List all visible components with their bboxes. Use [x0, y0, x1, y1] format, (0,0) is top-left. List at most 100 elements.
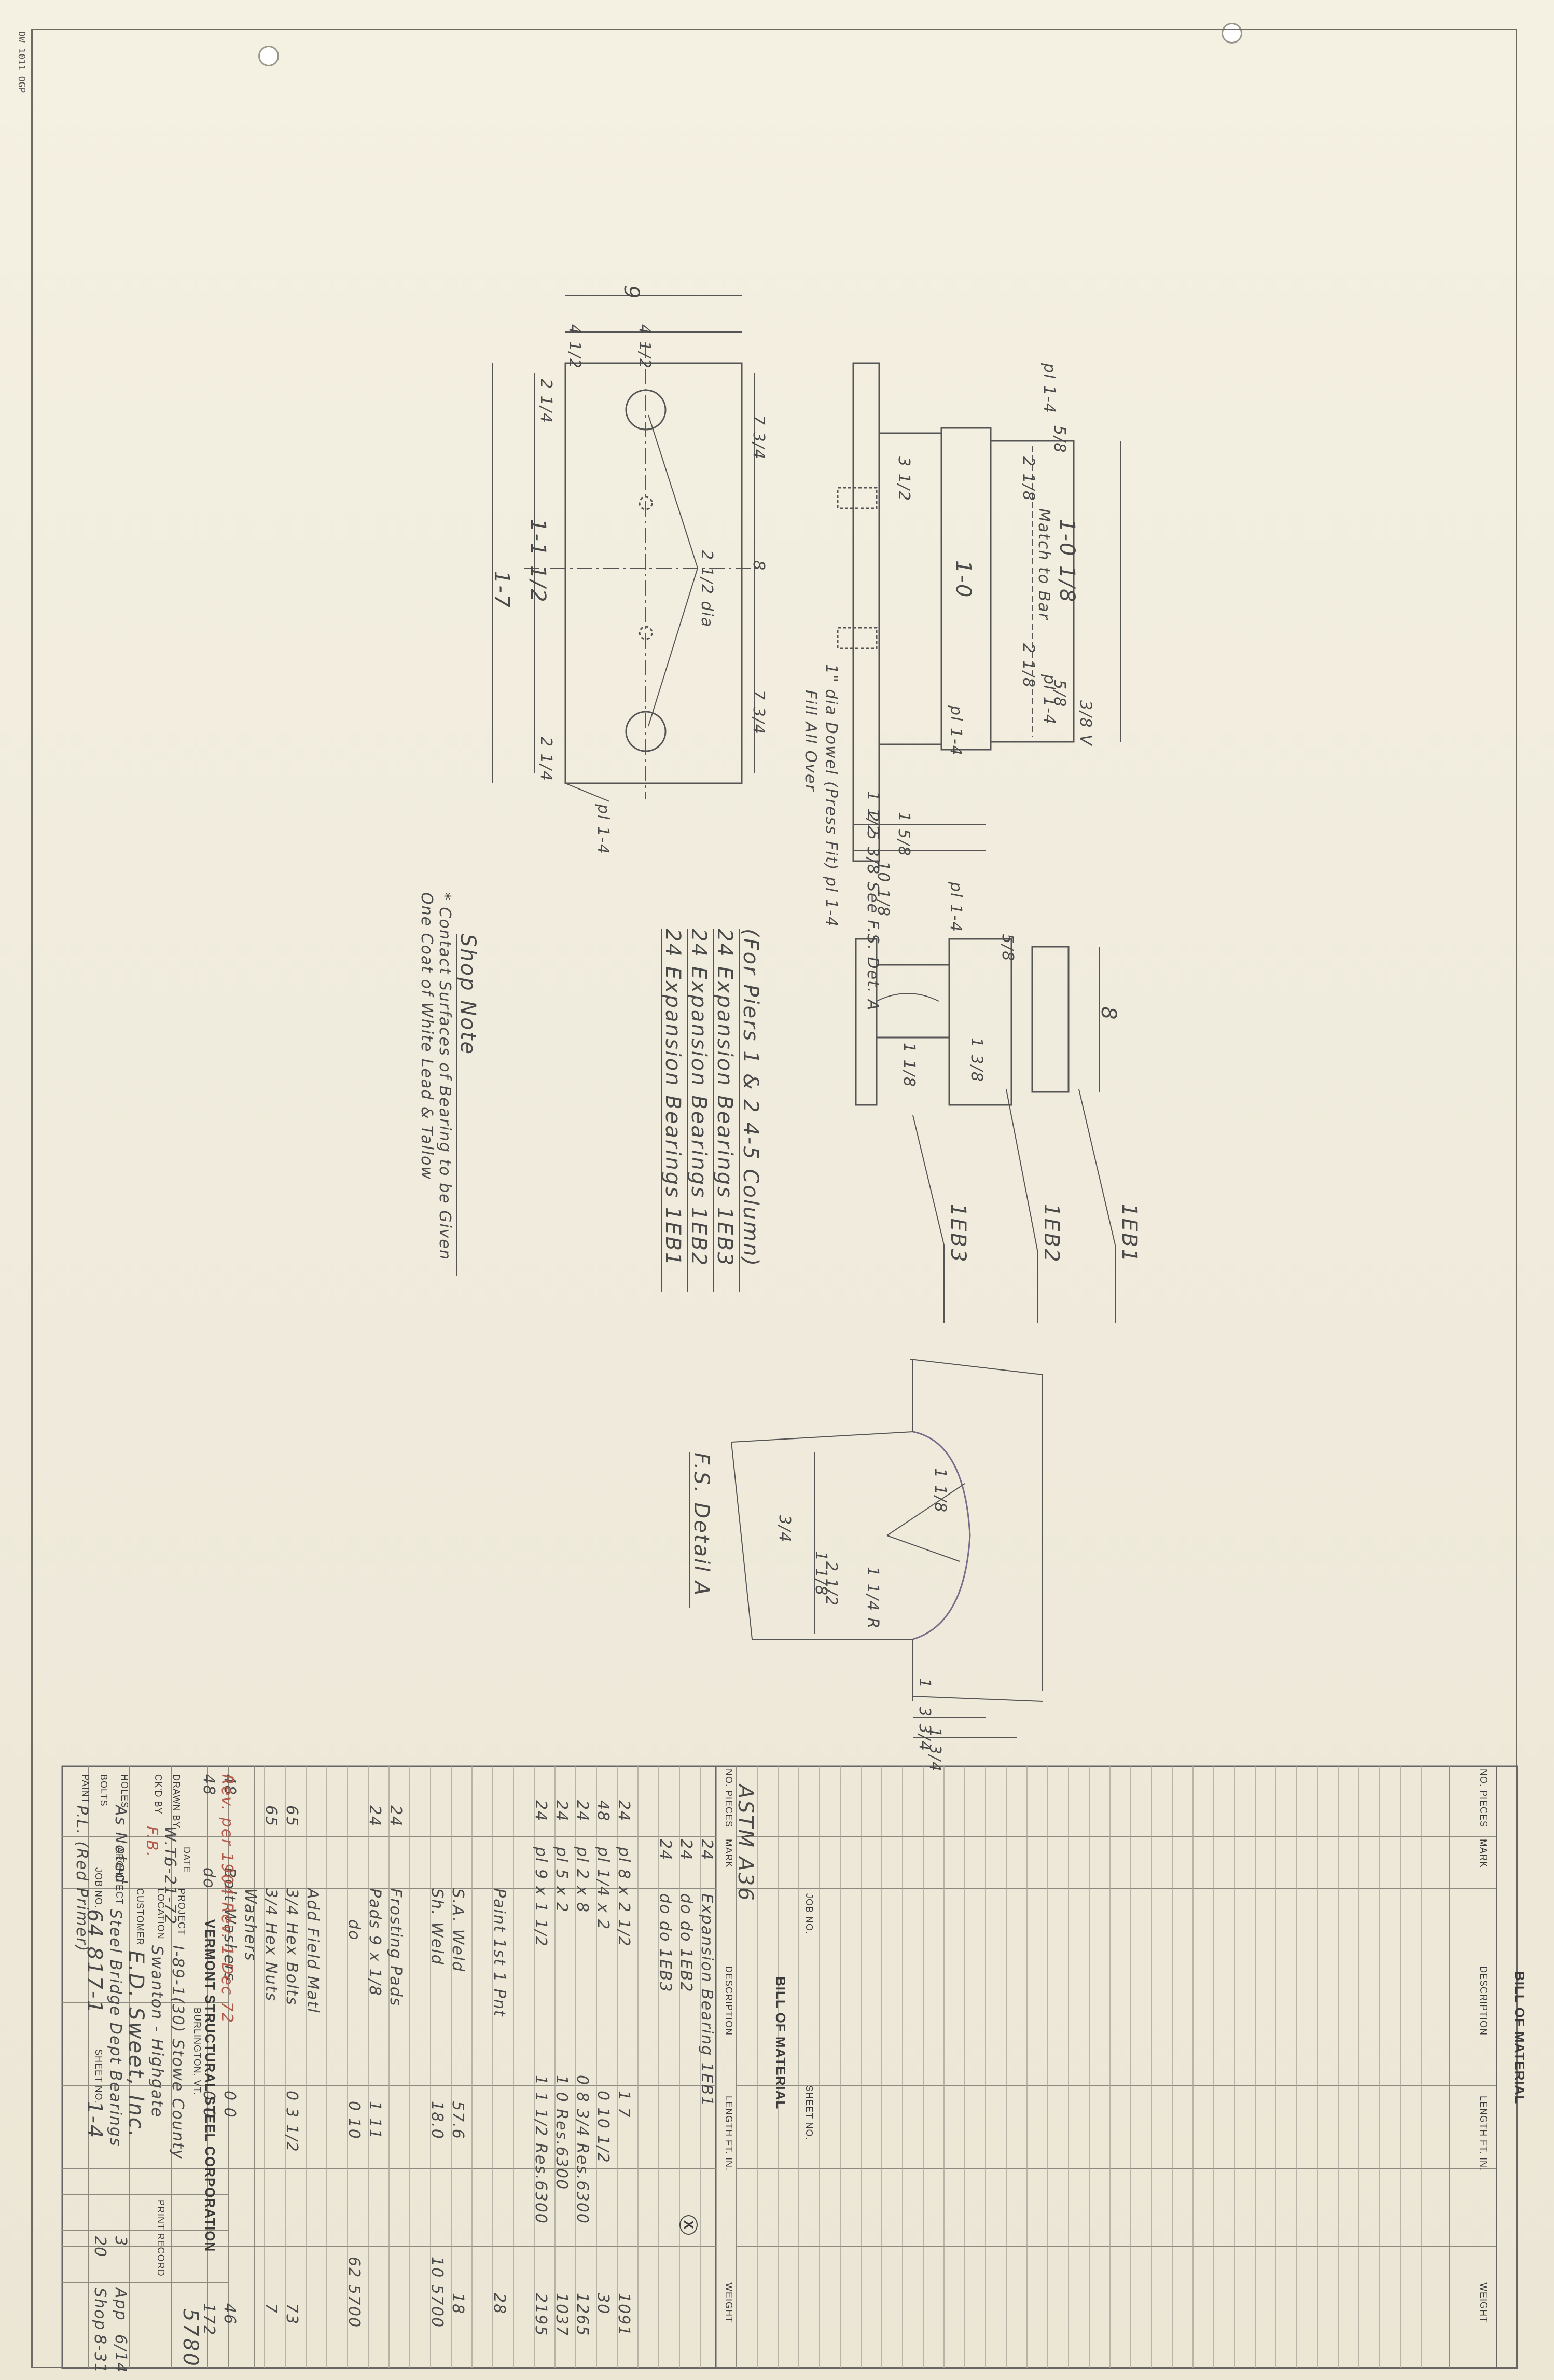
- detail-dim: 1 1/8: [931, 1468, 949, 1513]
- bom-qty: 24: [532, 1800, 550, 1822]
- bom-weight: 28: [490, 2293, 508, 2315]
- bom-qty: 24: [656, 1839, 674, 1861]
- print-for: App: [112, 2288, 130, 2321]
- plate-mark: pl 1-4: [594, 804, 612, 855]
- bom-col-header: NO. PIECES: [1478, 1769, 1489, 1828]
- job-no-label: JOB NO.: [93, 1867, 104, 1909]
- bom-qty: 24: [366, 1805, 384, 1828]
- bom-col-header: DESCRIPTION: [724, 1966, 734, 2036]
- bearing-list-item: 24 Expansion Bearings 1EB2: [687, 929, 711, 1267]
- drawn-by: W.T.: [161, 1826, 179, 1862]
- end-view-bar: [1031, 946, 1070, 1093]
- plate-mark: pl 1-4: [1040, 674, 1058, 725]
- bolts-label: BOLTS: [99, 1774, 109, 1807]
- print-count: 20: [91, 2236, 109, 2258]
- bom-weight: 46: [220, 2303, 239, 2326]
- bom-desc: pl 8 x 2 1/2: [615, 1847, 633, 1947]
- bom-qty: 48: [594, 1800, 612, 1822]
- bom-desc: do do 1EB3: [656, 1893, 674, 1993]
- dowel-note: 1" dia Dowel (Press Fit) pl 1-4: [822, 664, 840, 928]
- detail-dim: 1 1/4 R: [864, 1567, 882, 1630]
- bom-qty: 24: [615, 1800, 633, 1822]
- radius-line: [886, 1483, 965, 1536]
- round-edge: [912, 1431, 971, 1640]
- leader-line: [1078, 1089, 1116, 1246]
- bom-grid: [61, 1765, 1518, 2369]
- dim-end-view: 1 1/8: [900, 1043, 918, 1088]
- sole-plate: [852, 362, 880, 862]
- bom-weight: 73: [283, 2303, 301, 2326]
- dim-section: 2 1/8: [1019, 456, 1037, 502]
- plate-mark: pl 1-4: [947, 705, 965, 756]
- shop-note-text: * Contact Surfaces of Bearing to be Give…: [418, 892, 454, 1261]
- revision-note: Rev. per 1904 Rev. 1 Dec 72: [218, 1774, 236, 2024]
- bom-desc: do do 1EB2: [677, 1893, 695, 1993]
- plate-mark: pl 1-4: [947, 882, 965, 933]
- bom-length: 0 3 1/2: [283, 2091, 301, 2153]
- checked-by-label: CK'D BY: [153, 1774, 163, 1815]
- bom-weight: 1037: [552, 2293, 571, 2337]
- print-for: Shop: [91, 2288, 109, 2331]
- bom-weight: 62 5700: [345, 2257, 363, 2329]
- bearing-list-item: 24 Expansion Bearings 1EB3: [713, 929, 737, 1267]
- bearing-mark: 1EB1: [1117, 1203, 1141, 1264]
- bom-length: 57.6: [449, 2101, 467, 2140]
- bom-length: 0 0: [220, 2091, 239, 2119]
- bom-col-header: WEIGHT: [1478, 2282, 1489, 2323]
- bom-length: 1 7: [615, 2091, 633, 2119]
- bom-desc: Frosting Pads: [386, 1888, 405, 2007]
- bom-desc: do: [200, 1867, 218, 1889]
- end-view-plate: [948, 938, 1012, 1106]
- dim-half-width: 4 1/2: [565, 324, 584, 369]
- bom-length: 0 10 1/2: [594, 2091, 612, 2164]
- bom-length: 1 1 1/2 Res.6300: [532, 2075, 550, 2224]
- bearing-plate-outline: [564, 362, 743, 784]
- company-name: VERMONT STRUCTURAL STEEL CORPORATION: [202, 1919, 218, 2252]
- bom-title: BILL OF MATERIAL: [1512, 1971, 1528, 2105]
- bom-desc: S.A. Weld: [449, 1888, 467, 1973]
- bom-length: 1 11: [366, 2101, 384, 2140]
- customer-label: CUSTOMER: [135, 1888, 145, 1946]
- bom-qty: 24: [573, 1800, 591, 1822]
- bom-qty: 48: [200, 1774, 218, 1796]
- bom-length: 0 8 3/4 Res.6300: [573, 2075, 591, 2224]
- bearing-mark: 1EB3: [946, 1203, 970, 1264]
- weld-note: Fill All Over: [801, 690, 820, 792]
- dim-end-view: 8: [1097, 1006, 1120, 1021]
- dim-edge: 2 1/4: [537, 379, 555, 424]
- bom-desc: 3/4 Hex Nuts: [262, 1888, 280, 2002]
- sheet-no-label: SHEET NO.: [93, 2049, 104, 2104]
- match-note: Match to Bar: [1035, 508, 1053, 621]
- dowel: [837, 627, 878, 649]
- bom-col-header: MARK: [724, 1839, 734, 1869]
- shop-note-title: Shop Note: [456, 934, 480, 1056]
- detail-dim: 1 3/4: [926, 1727, 944, 1773]
- holes: As Noted: [112, 1805, 130, 1884]
- title-block-grid: [62, 1766, 228, 2368]
- bom-col-header: NO. PIECES: [724, 1769, 734, 1828]
- bom-col-header: LENGTH FT. IN.: [724, 2096, 734, 2171]
- bom-qty: 65: [283, 1805, 301, 1828]
- detail-a-title: F.S. Detail A: [689, 1452, 713, 1597]
- dim-overall-width: 9: [619, 285, 643, 300]
- dim-end-view: 5/8: [998, 934, 1017, 962]
- leader-line: [1006, 1089, 1038, 1251]
- bom-qty: 24: [386, 1805, 405, 1828]
- bom-weight: 1265: [573, 2293, 591, 2337]
- bearing-list-item: 24 Expansion Bearings 1EB1: [661, 929, 685, 1267]
- holes-label: HOLES: [119, 1774, 130, 1809]
- bom-title: BILL OF MATERIAL: [773, 1976, 788, 2110]
- dim-section: 1-0: [951, 560, 975, 599]
- detail-dim: 1: [915, 1678, 934, 1690]
- bom-qty: 24: [552, 1800, 571, 1822]
- dim-bottom: 2: [864, 812, 882, 823]
- bom-desc: Add Field Matl: [303, 1888, 322, 2014]
- project-label: PROJECT: [176, 1888, 187, 1936]
- leader-line: [565, 783, 610, 802]
- sheet-no: 1-4: [82, 2101, 106, 2140]
- bom-total: 5780: [178, 2308, 202, 2368]
- print-record-label: PRINT RECORD: [156, 2199, 166, 2277]
- dim-section: 2 1/8: [1019, 643, 1037, 688]
- plate-mark: pl 1-4: [1040, 363, 1058, 414]
